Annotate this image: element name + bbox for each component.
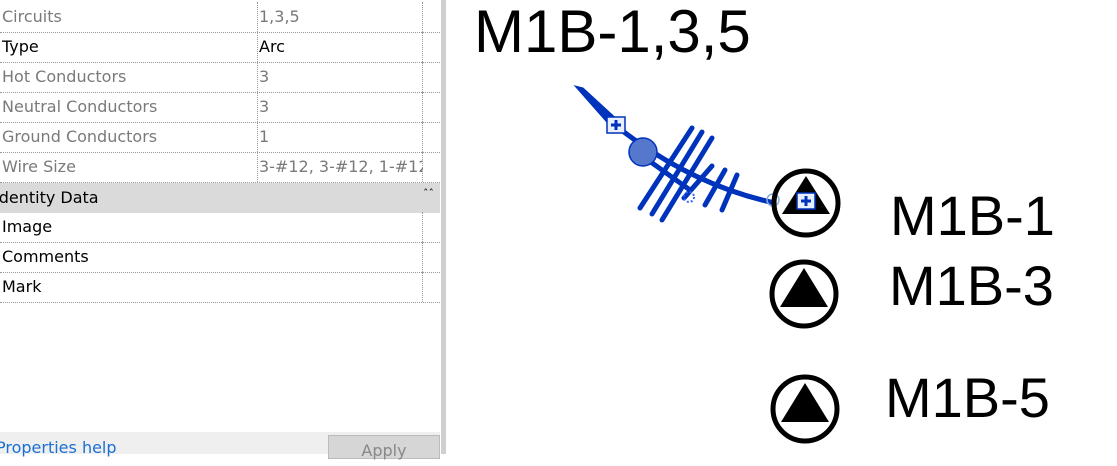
properties-help-link[interactable]: Properties help [0, 438, 117, 457]
property-label: Hot Conductors [2, 67, 127, 86]
device-tag[interactable]: M1B-5 [885, 366, 1050, 429]
double-chevron-up-icon[interactable]: ˆˆ [423, 187, 434, 200]
property-value: 3 [257, 62, 423, 92]
wire-tag[interactable]: M1B-1,3,5 [474, 0, 751, 65]
panel-scrollbar[interactable] [441, 0, 446, 454]
property-value: 1 [257, 122, 423, 152]
properties-panel: Circuits 1,3,5 Type Arc Hot Conductors 3 Ne… [0, 0, 440, 460]
drawing-canvas[interactable]: M1B-1,3,5 M1B-1 M1B-3 M1B-5 [446, 0, 1117, 454]
property-label: Image [2, 217, 53, 236]
property-row-hot-conductors[interactable]: Hot Conductors 3 [0, 62, 440, 93]
property-label: Wire Size [2, 157, 76, 176]
device-tag[interactable]: M1B-1 [890, 184, 1055, 247]
property-row-comments[interactable]: Comments [0, 242, 440, 273]
device-tag[interactable]: M1B-3 [889, 254, 1054, 317]
property-row-image[interactable]: Image [0, 212, 440, 243]
property-label: Ground Conductors [2, 127, 158, 146]
apply-button[interactable]: Apply [328, 435, 440, 460]
property-label: Mark [2, 277, 42, 296]
property-label: Neutral Conductors [2, 97, 158, 116]
property-label: Comments [2, 247, 89, 266]
property-row-type[interactable]: Type Arc [0, 32, 440, 63]
property-label: Type [2, 37, 39, 56]
property-row-circuits[interactable]: Circuits 1,3,5 [0, 2, 440, 33]
device-m1b-5[interactable]: M1B-5 [770, 366, 1050, 444]
property-label: Circuits [2, 7, 62, 26]
wire-midpoint-handle[interactable] [683, 191, 695, 203]
wire-drag-handle[interactable] [628, 137, 658, 167]
property-value: 3 [257, 92, 423, 122]
property-value[interactable]: Arc [257, 32, 423, 62]
property-row-neutral-conductors[interactable]: Neutral Conductors 3 [0, 92, 440, 123]
property-row-ground-conductors[interactable]: Ground Conductors 1 [0, 122, 440, 153]
property-row-wire-size[interactable]: Wire Size 3-#12, 3-#12, 1-#12 [0, 152, 440, 183]
group-label: Identity Data [0, 188, 99, 207]
property-value: 3-#12, 3-#12, 1-#12 [257, 152, 423, 182]
panel-footer: Properties help Apply [0, 432, 440, 460]
group-identity-data[interactable]: Identity Data ˆˆ [0, 183, 440, 213]
wire[interactable] [573, 85, 780, 223]
conductor-tick-marks [637, 125, 740, 223]
property-row-mark[interactable]: Mark [0, 272, 440, 303]
property-value: 1,3,5 [257, 2, 423, 32]
device-m1b-1[interactable]: M1B-1 [771, 168, 1055, 247]
receptacle-triangle-icon [781, 383, 829, 422]
receptacle-triangle-icon [780, 268, 828, 307]
device-m1b-3[interactable]: M1B-3 [769, 254, 1054, 329]
